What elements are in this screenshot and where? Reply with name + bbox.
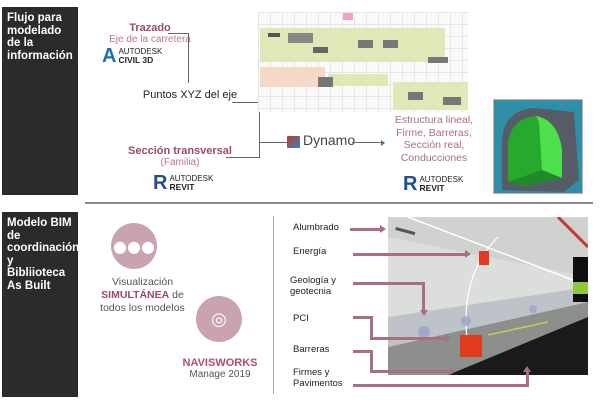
navisworks-subtitle: Manage 2019 [189,369,251,380]
label-energia: Energía [293,246,327,257]
revit-icon: R [403,173,418,195]
vertical-divider [273,216,274,394]
arrow-energia [353,253,465,256]
visualizacion-line3: todos los modelos [100,302,185,314]
trazado-subtitle: Eje de la carretera [109,34,191,45]
visualizacion-line2: de [169,289,184,301]
civil3d-brand: AUTODESK [118,46,163,56]
dynamo-label: Dynamo [303,132,356,148]
globe-icon: ◎ [211,308,227,330]
revit-product: REVIT [169,182,195,192]
section-divider [85,202,593,204]
outputs-text: Estructura lineal, Firme, Barreras, Secc… [394,114,474,164]
arrow-geologia [353,282,425,285]
tunnel-3d-model-image [493,99,583,194]
arrow-pci-horiz [370,337,445,340]
civil3d-product: CIVIL 3D [118,55,154,65]
seccion-title: Sección transversal [128,145,232,157]
revit-brand: AUTODESK [419,174,464,184]
globe-circle: ◎ [196,296,242,342]
visualizacion-text: Visualización SIMULTÁNEA de todos los mo… [85,276,200,315]
label-barreras: Barreras [293,344,330,355]
arrow-firmes-vert [526,372,529,387]
connector [232,102,259,103]
seccion-block: Sección transversal (Familia) [120,145,240,168]
arrow-head [445,334,451,342]
label-pci: PCI [293,313,309,324]
civil3d-icon: A [102,45,117,67]
connector [168,33,188,34]
arrow-geologia-vert [422,282,425,310]
connector [226,157,260,158]
connector [259,102,260,158]
arrow-head [381,140,385,146]
connector [352,142,382,143]
dynamo-icon [287,136,300,148]
arrow-head [380,225,386,233]
revit-product: REVIT [419,183,445,193]
arrow-barreras-horiz [370,370,450,373]
users-circle: ●●● [111,223,157,269]
connector [188,33,189,83]
arrow-pci [353,316,373,319]
trazado-title: Trazado [129,22,171,34]
arrow-pci-vert [370,316,373,339]
tunnel-interior-image [388,217,588,375]
users-icon: ●●● [113,236,155,256]
puntos-xyz: Puntos XYZ del eje [142,89,238,101]
arrow-head [420,310,428,316]
sidebar-modelo-bim: Modelo BIM de coordinación y Bibliioteca… [2,212,80,397]
label-firmes: Firmes y Pavimentos [293,367,343,389]
sidebar-modelo-bim-title: Modelo BIM de coordinación y Bibliioteca… [7,217,80,292]
connector [259,142,287,143]
sidebar-flujo-title: Flujo para modelado de la información [7,12,73,62]
navisworks-title: NAVISWORKS [182,357,258,369]
visualizacion-line1: Visualización [111,276,174,288]
arrow-barreras-vert [370,350,373,372]
visualizacion-bold: SIMULTÁNEA [101,289,170,301]
revit-brand: AUTODESK [169,173,214,183]
sidebar-flujo: Flujo para modelado de la información [2,7,78,195]
label-alumbrado: Alumbrado [293,222,339,233]
revit-icon: R [153,172,168,194]
trazado-block: Trazado Eje de la carretera [95,22,205,45]
arrow-barreras [353,350,373,353]
navisworks-block: NAVISWORKS Manage 2019 [180,357,260,380]
arrow-firmes [353,384,529,387]
arrow-head [465,250,471,258]
dynamo-graph-image [258,12,468,112]
tunnel-interior-graphic [388,217,588,375]
arrow-head [523,366,531,372]
arrow-alumbrado [350,228,380,231]
seccion-subtitle: (Familia) [160,157,200,168]
tunnel-model-graphic [502,108,579,192]
label-geologia: Geología y geotecnia [290,275,336,297]
arrow-head [450,367,456,375]
